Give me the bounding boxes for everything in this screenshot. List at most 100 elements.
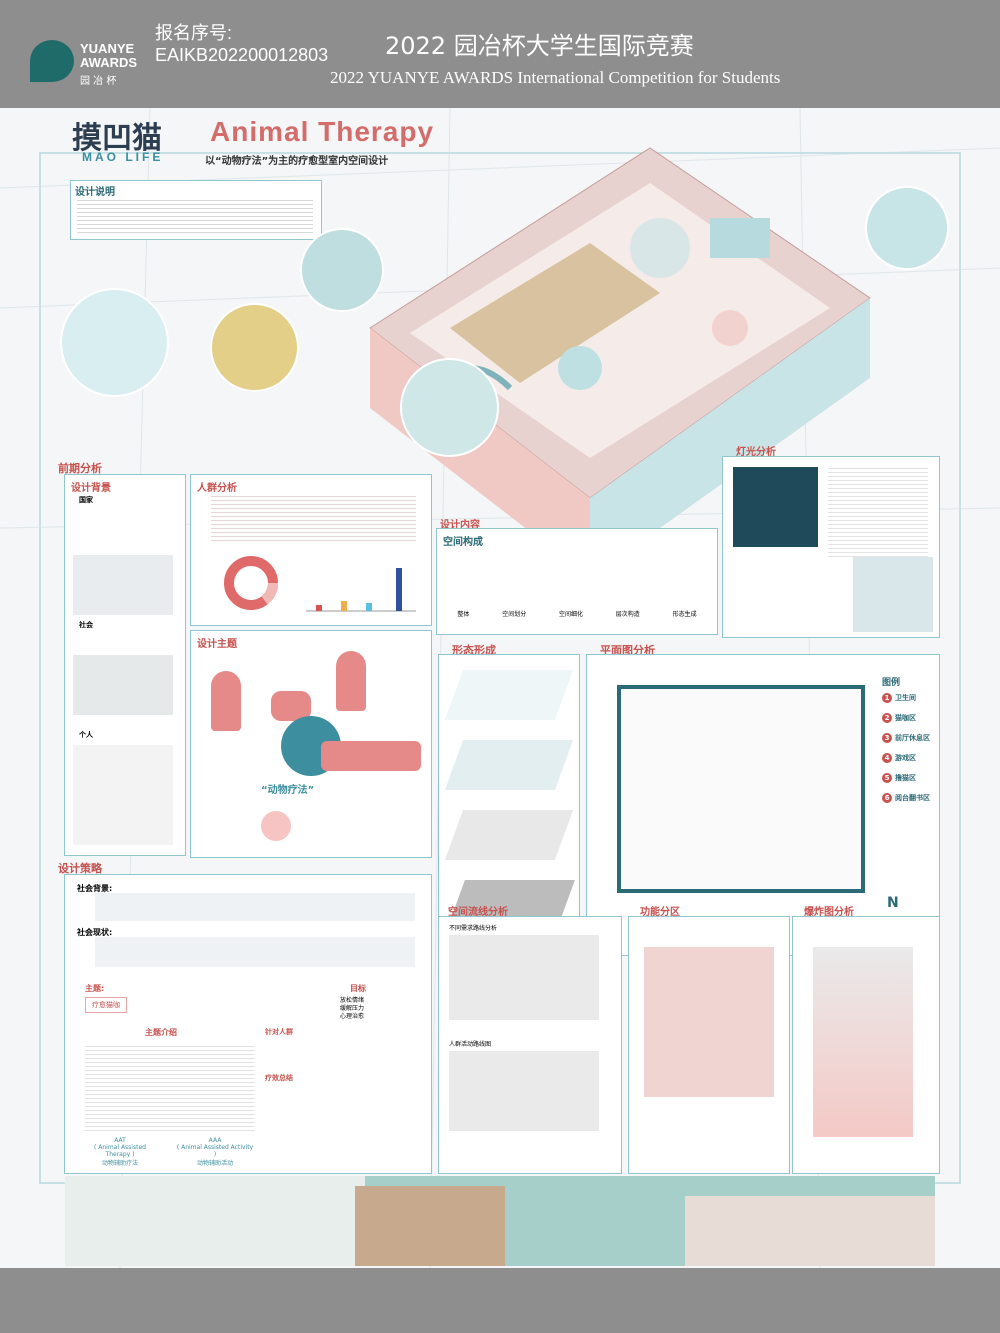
shape-layer-1 <box>444 670 574 720</box>
crowd-analysis-box: 人群分析 <box>190 474 432 626</box>
space-composition-box: 空间构成 整体 空间划分 空间细化 层次构造 形态生成 <box>436 528 718 635</box>
design-bg-box: 设计背景 国家 社会 个人 <box>64 474 186 856</box>
light-text <box>828 465 928 560</box>
logo-cn: 园 冶 杯 <box>80 76 117 87</box>
theme-value: 疗愈猫咖 <box>85 997 127 1013</box>
walker-silhouette-icon <box>336 651 366 711</box>
theme-label: 主题: <box>85 984 105 993</box>
pre-analysis-title: 前期分析 <box>58 462 102 475</box>
space-form-title: 空间构成 <box>443 537 483 548</box>
explode-diagram <box>813 947 913 1137</box>
face-icon <box>261 811 291 841</box>
design-theme-title: 设计主题 <box>197 639 237 650</box>
crowd-analysis-title: 人群分析 <box>197 483 237 494</box>
strategy-title: 设计策略 <box>58 862 102 875</box>
light-title: 灯光分析 <box>736 447 776 458</box>
crowd-text <box>211 493 416 543</box>
target-line-2: 缓解压力 <box>340 1005 365 1012</box>
strategy-box: 社会背景: 社会现状: 主题: 疗愈猫咖 目标 放松情绪 缓解压力 心理治愈 主… <box>64 874 432 1174</box>
world-map <box>73 555 173 615</box>
aat-box: AAT ( Animal Assisted Therapy ) 动物辅助疗法 <box>85 1137 155 1167</box>
competition-title-en: 2022 YUANYE AWARDS International Competi… <box>330 68 781 87</box>
floor-plan <box>617 685 865 893</box>
design-desc-title: 设计说明 <box>75 187 115 198</box>
target-group-title: 针对人群 <box>265 1028 293 1036</box>
step-4: 层次构造 <box>615 611 640 618</box>
space-steps: 整体 空间划分 空间细化 层次构造 形态生成 <box>441 609 713 618</box>
legend-title: 图例 <box>882 678 901 688</box>
registration: 报名序号: EAIKB202200012803 <box>155 22 328 66</box>
donut-chart <box>224 556 278 610</box>
bg-item-personal: 个人 <box>79 731 93 739</box>
theme-intro-title: 主题介绍 <box>145 1028 177 1037</box>
reg-label: 报名序号: <box>155 23 233 43</box>
explode-box <box>792 916 940 1174</box>
aat-cn: 动物辅助疗法 <box>101 1160 138 1167</box>
bg-item-country: 国家 <box>79 496 93 504</box>
social-now-text <box>95 937 415 967</box>
therapy-label: “动物疗法” <box>261 785 315 796</box>
poster-subtitle-en: MAO LIFE <box>82 150 164 164</box>
poster: 摸凹猫 Animal Therapy MAO LIFE 以“动物疗法”为主的疗愈… <box>0 108 1000 1268</box>
theme-intro-text <box>85 1043 255 1133</box>
step-3: 空间细化 <box>558 611 583 618</box>
social-now-label: 社会现状: <box>77 928 113 937</box>
shape-layer-3 <box>444 810 574 860</box>
flow-diagram-1 <box>449 935 599 1020</box>
poster-title-cn: 摸凹猫 <box>72 122 162 155</box>
social-bg-label: 社会背景: <box>77 884 113 893</box>
personal-illustration <box>73 745 173 845</box>
flow-label-1: 不同需求路线分析 <box>449 925 498 932</box>
render-circle-5 <box>865 186 949 270</box>
target-lines: 放松情绪 缓解压力 心理治愈 <box>340 997 364 1021</box>
shape-box <box>438 654 580 956</box>
target-line-1: 放松情绪 <box>340 997 365 1004</box>
aat-label: AAT <box>114 1137 126 1144</box>
social-bg-text <box>95 893 415 921</box>
aaa-cn: 动物辅助活动 <box>196 1160 233 1167</box>
render-circle-3 <box>300 228 384 312</box>
logo-mark-icon <box>30 40 74 82</box>
design-theme-box: 设计主题 “动物疗法” <box>190 630 432 858</box>
shape-title: 形态形成 <box>452 644 496 657</box>
explode-title: 爆炸图分析 <box>804 907 854 918</box>
flow-diagram-2 <box>449 1051 599 1131</box>
logo-text: YUANYE AWARDS <box>80 41 138 70</box>
render-circle-1 <box>60 288 169 397</box>
poster-subtitle-cn: 以“动物疗法”为主的疗愈型室内空间设计 <box>205 156 389 167</box>
aaa-text: ( Animal Assisted Activity ) <box>176 1144 254 1158</box>
group-silhouette-icon <box>321 741 421 771</box>
light-photo <box>853 557 933 632</box>
light-plan <box>733 467 818 547</box>
header-bar: YUANYE AWARDS 园 冶 杯 报名序号: EAIKB202200012… <box>0 0 1000 108</box>
poster-title-en: Animal Therapy <box>210 116 435 147</box>
plan-title: 平面图分析 <box>600 644 655 657</box>
step-5: 形态生成 <box>672 611 697 618</box>
society-image <box>73 655 173 715</box>
zone-title: 功能分区 <box>640 907 680 918</box>
design-desc-text <box>77 197 313 233</box>
design-description-box: 设计说明 <box>70 180 322 240</box>
bg-item-society: 社会 <box>79 621 93 629</box>
aat-text: ( Animal Assisted Therapy ) <box>94 1144 146 1158</box>
target-label: 目标 <box>350 984 366 993</box>
competition-title-cn: 2022 园冶杯大学生国际竞赛 <box>385 32 694 60</box>
compass-icon: N <box>887 895 899 911</box>
yuanye-logo: YUANYE AWARDS 园 冶 杯 <box>30 40 150 87</box>
render-circle-2 <box>210 303 299 392</box>
zone-box <box>628 916 790 1174</box>
content-title: 设计内容 <box>440 520 480 531</box>
therapy-form-title: 疗效总结 <box>265 1074 293 1082</box>
light-analysis-box <box>722 456 940 638</box>
aaa-label: AAA <box>208 1137 222 1144</box>
design-bg-title: 设计背景 <box>71 483 111 494</box>
reg-number: EAIKB202200012803 <box>155 45 329 65</box>
target-line-3: 心理治愈 <box>340 1013 365 1020</box>
